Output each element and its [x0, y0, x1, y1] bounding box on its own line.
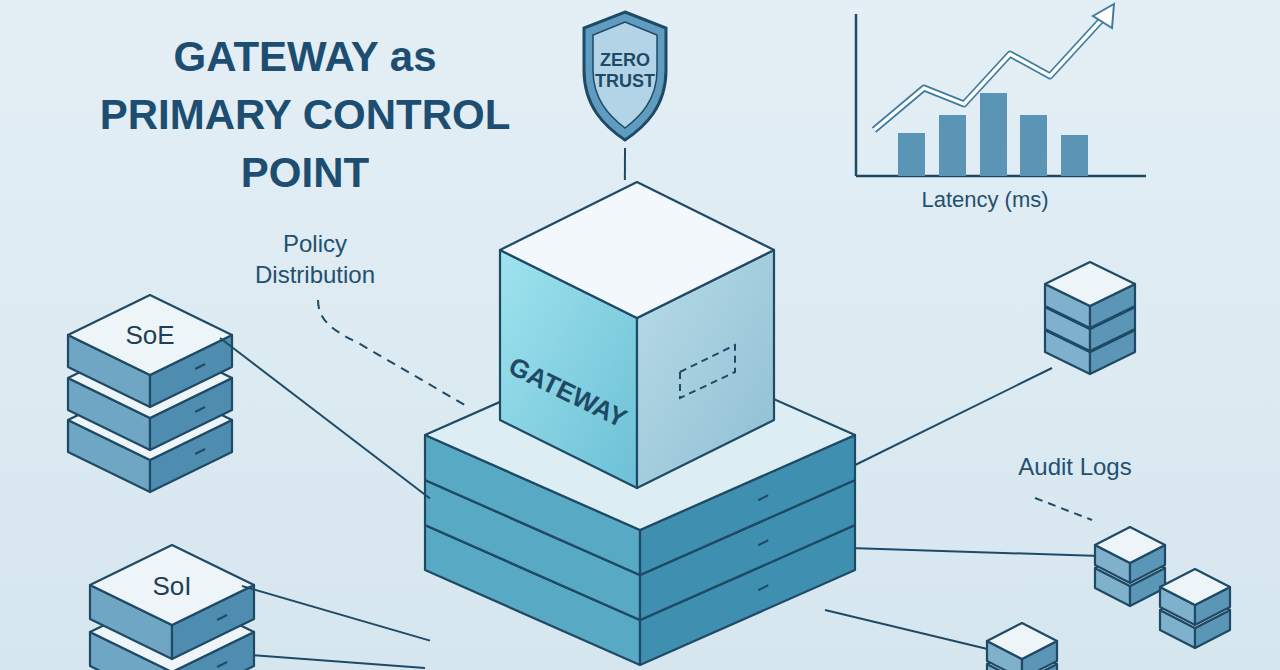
status-led: [217, 662, 227, 667]
iso-face: [90, 545, 254, 625]
annotation-label: Audit Logs: [1000, 452, 1150, 482]
zero-trust-shield: ZERO TRUST: [580, 8, 670, 148]
diagram-title: GATEWAY as PRIMARY CONTROL POINT: [75, 28, 535, 202]
gateway-block: GATEWAY: [430, 180, 850, 670]
status-led: [217, 615, 227, 620]
status-led: [195, 449, 205, 454]
node-label: SoI: [152, 571, 191, 602]
iso-face: [68, 295, 232, 375]
node-label: GATEWAY: [504, 351, 632, 435]
status-led: [195, 407, 205, 412]
status-led: [758, 540, 768, 545]
status-led: [758, 495, 768, 500]
annotation-label: Latency (ms): [900, 186, 1070, 214]
iso-face: [1045, 262, 1135, 306]
gateway-icon: [680, 345, 735, 398]
iso-face: [1160, 569, 1230, 605]
annotation-label: Policy Distribution: [230, 228, 400, 290]
soe-system: SoE: [80, 305, 220, 365]
node-label: ZERO TRUST: [590, 50, 660, 92]
connector-line: [624, 148, 626, 180]
status-led: [195, 364, 205, 369]
node-label: SoE: [125, 320, 174, 351]
connector-line: [242, 586, 430, 641]
soi-system: SoI: [102, 560, 242, 612]
server-stacks: [68, 182, 1230, 670]
connector-line: [220, 338, 430, 499]
status-led: [758, 585, 768, 590]
iso-face: [1095, 527, 1165, 563]
iso-face: [500, 182, 774, 318]
iso-face: [987, 623, 1057, 659]
latency-chart: [856, 4, 1146, 176]
